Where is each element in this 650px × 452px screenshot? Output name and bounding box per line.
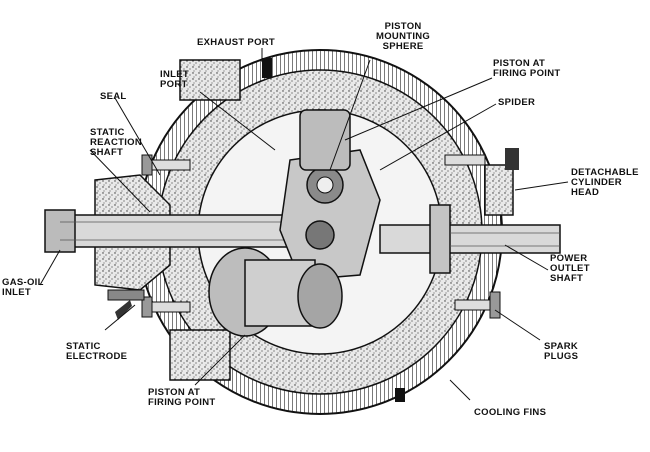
label-detachable-cylinder-head: DETACHABLE CYLINDER HEAD [571, 167, 639, 198]
label-piston-mounting-sphere: PISTON MOUNTING SPHERE [376, 21, 431, 52]
label-exhaust-port: EXHAUST PORT [197, 37, 276, 48]
static-electrode [107, 289, 145, 320]
piston-top [299, 109, 351, 171]
spider-assembly [279, 109, 381, 281]
power-outlet-shaft [379, 204, 561, 274]
spark-plugs [141, 154, 501, 319]
label-spark-plugs: SPARK PLUGS [544, 341, 579, 362]
leader-lines [39, 48, 569, 401]
label-gas-oil-inlet: GAS-OIL INLET [2, 277, 44, 298]
label-inlet-port: INLET PORT [160, 69, 189, 90]
piston-bottom [208, 247, 343, 337]
label-static-electrode: STATIC ELECTRODE [66, 341, 128, 362]
label-static-reaction-shaft: STATIC REACTION SHAFT [90, 127, 143, 158]
label-piston-firing-top: PISTON AT FIRING POINT [493, 58, 561, 79]
label-spider: SPIDER [498, 97, 536, 108]
exhaust-port-opening [262, 58, 272, 78]
label-power-outlet-shaft: POWER OUTLET SHAFT [550, 253, 590, 284]
label-cooling-fins: COOLING FINS [474, 407, 547, 418]
label-seal: SEAL [100, 91, 127, 102]
label-piston-firing-bottom: PISTON AT FIRING POINT [148, 387, 216, 408]
detachable-cylinder-head [484, 164, 514, 216]
